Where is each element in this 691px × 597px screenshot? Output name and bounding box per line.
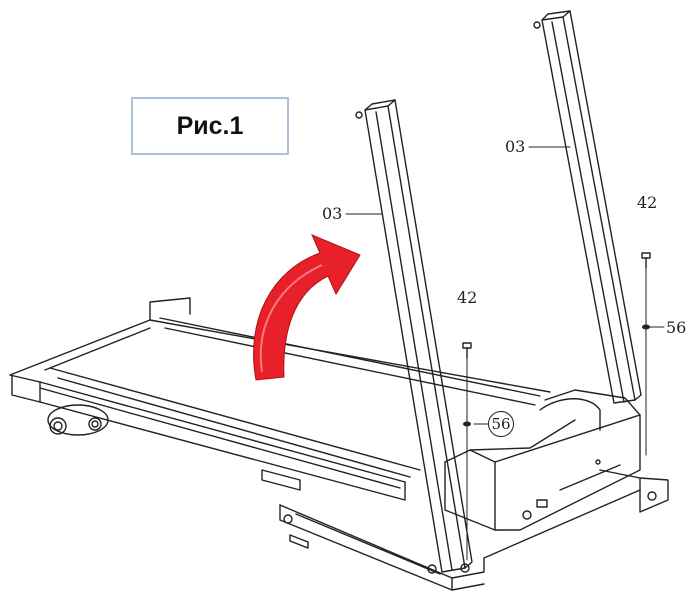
part-label-washer-left: 56 — [488, 411, 514, 437]
washers — [463, 324, 650, 427]
bolt-left — [462, 342, 472, 359]
left-upright — [355, 99, 473, 573]
part-label-upright-left: 03 — [322, 204, 343, 223]
leader-lines — [345, 146, 665, 561]
figure-label: Рис.1 — [131, 97, 289, 155]
motor-cover — [444, 389, 641, 531]
right-upright — [533, 10, 642, 404]
part-label-bolt-right: 42 — [637, 193, 658, 212]
part-label-upright-right: 03 — [505, 137, 526, 156]
washer-right — [642, 324, 650, 330]
part-label-bolt-left: 42 — [457, 288, 478, 307]
rotation-arrow-icon — [253, 234, 361, 381]
adjust-knob — [47, 404, 109, 436]
bolt-right — [641, 252, 651, 269]
running-deck — [9, 297, 551, 501]
base-frame — [279, 469, 669, 591]
part-label-washer-right: 56 — [666, 318, 687, 337]
washer-left — [463, 421, 471, 427]
